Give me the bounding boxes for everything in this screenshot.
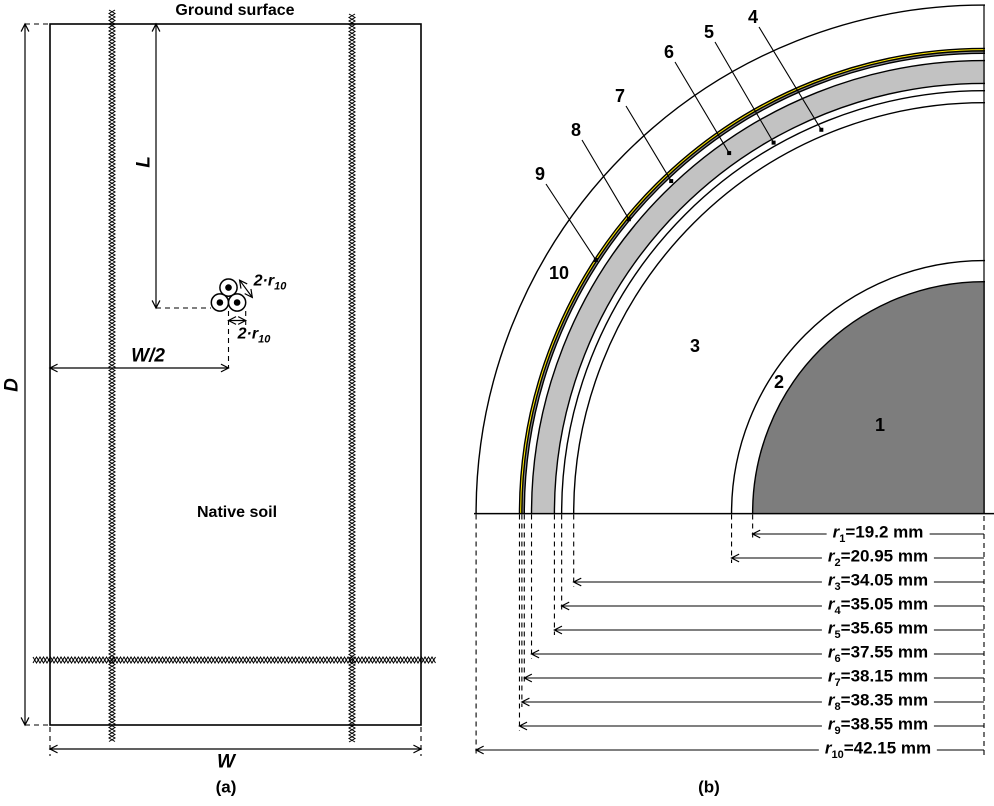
layer-number-5: 5	[703, 22, 715, 42]
radius-row-label: r1=19.2 mm	[826, 522, 930, 546]
layer-number-8: 8	[570, 120, 582, 140]
layer-pointer-dot	[626, 217, 631, 222]
layer-number-4: 4	[747, 7, 759, 27]
radius-row-label: r6=37.55 mm	[821, 642, 935, 666]
panel-b-annotation	[474, 5, 994, 756]
native-soil-label: Native soil	[196, 504, 278, 521]
layer-pointer-dot	[819, 127, 824, 132]
panel-a-caption: (a)	[215, 777, 237, 797]
ground-surface-label: Ground surface	[175, 2, 295, 19]
panel-b-caption: (b)	[698, 777, 720, 797]
radius-row-label: r7=38.15 mm	[821, 666, 935, 690]
panel-b-rings	[475, 4, 985, 514]
layer-pointer-dot	[593, 257, 598, 262]
radius-row-label: r5=35.65 mm	[821, 618, 935, 642]
radius-row-label: r8=38.35 mm	[821, 690, 935, 714]
layer-number-10: 10	[548, 263, 570, 283]
radius-row-label: r3=34.05 mm	[821, 570, 935, 594]
layer-number-7: 7	[614, 86, 626, 106]
layer-pointer-dot	[669, 179, 674, 184]
layer-pointer-dot	[771, 140, 776, 145]
cable-diameter-label-diagonal: 2·r10	[253, 272, 287, 293]
layer-number-9: 9	[534, 164, 546, 184]
width-dim-label: W	[217, 751, 235, 773]
radius-row-label: r2=20.95 mm	[821, 546, 935, 570]
layer-number-6: 6	[663, 42, 675, 62]
burial-depth-dim-label: L	[133, 156, 155, 168]
layer-number-1: 1	[874, 415, 886, 435]
layer-number-2: 2	[773, 372, 785, 392]
depth-dim-label: D	[1, 378, 23, 392]
radius-row-label: r9=38.55 mm	[821, 714, 935, 738]
layer-number-3: 3	[689, 336, 701, 356]
radius-row-label: r10=42.15 mm	[818, 738, 938, 762]
cable-diameter-label-horizontal: 2·r10	[237, 325, 271, 346]
panel-a-linework	[20, 9, 436, 756]
radius-row-label: r4=35.05 mm	[821, 594, 935, 618]
half-width-dim-label: W/2	[131, 345, 165, 367]
layer-pointer-dot	[727, 151, 732, 156]
